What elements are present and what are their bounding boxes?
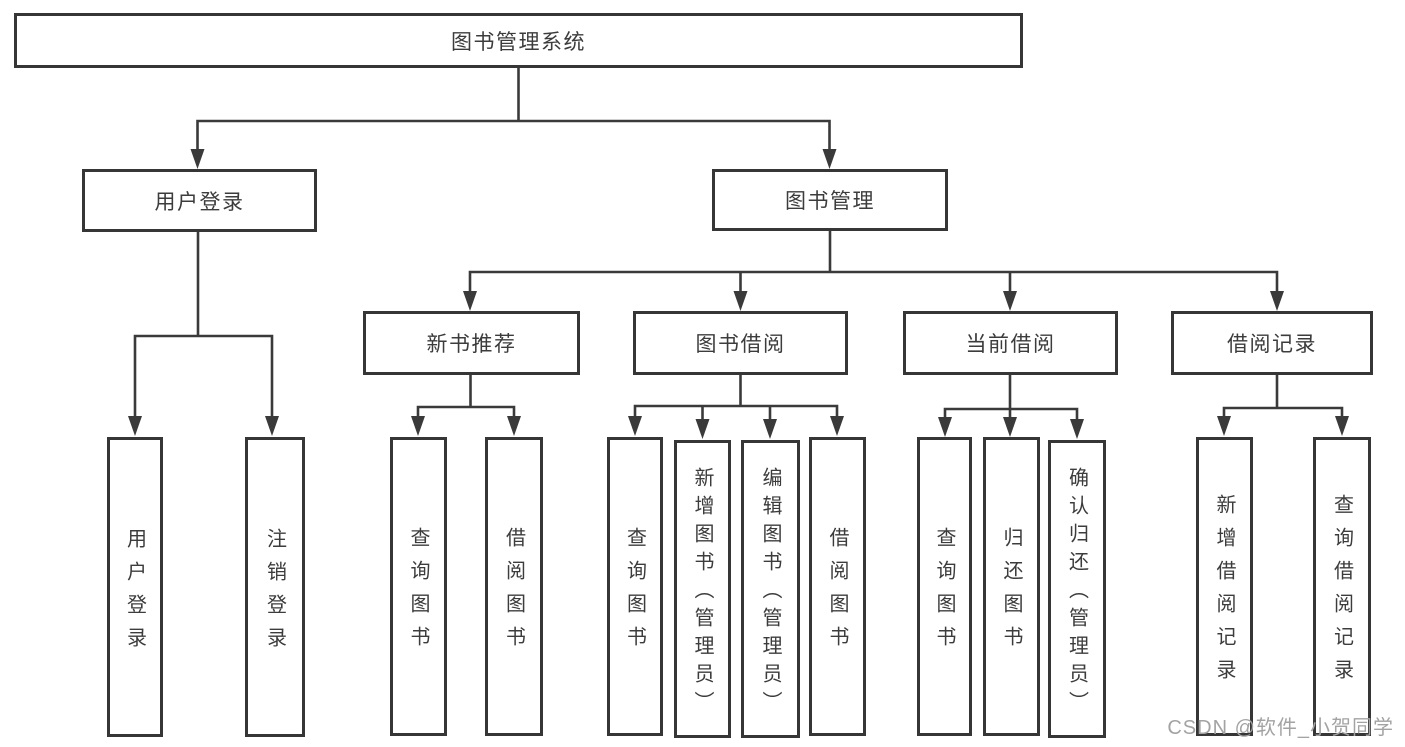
node-book-borrowing: 图书借阅: [633, 311, 848, 375]
node-book-management: 图书管理: [712, 169, 948, 231]
leaf-nbr-borrow-book: 借阅图书: [485, 437, 543, 736]
leaf-label: 确认归还（管理员）: [1065, 467, 1088, 719]
leaf-cb-query-book: 查询图书: [917, 437, 972, 736]
leaf-label: 借阅图书: [826, 527, 848, 659]
leaf-cb-confirm-return-admin: 确认归还（管理员）: [1048, 440, 1106, 738]
node-label: 新书推荐: [426, 333, 517, 356]
leaf-label: 借阅图书: [502, 527, 525, 659]
node-new-book-recommend: 新书推荐: [363, 311, 580, 375]
leaf-label: 查询借阅记录: [1330, 494, 1353, 692]
node-borrow-records: 借阅记录: [1171, 311, 1373, 375]
leaf-label: 编辑图书（管理员）: [759, 467, 781, 719]
node-library-management-system: 图书管理系统: [14, 13, 1023, 68]
leaf-label: 归还图书: [1000, 527, 1022, 659]
node-label: 图书管理: [785, 190, 875, 213]
node-label: 当前借阅: [965, 333, 1056, 356]
node-label: 用户登录: [154, 190, 245, 214]
node-label: 图书借阅: [695, 333, 786, 356]
node-label: 借阅记录: [1227, 333, 1317, 356]
leaf-label: 新增图书（管理员）: [691, 467, 713, 719]
leaf-user-login: 用户登录: [107, 437, 163, 737]
node-user-login: 用户登录: [82, 169, 317, 232]
leaf-bb-borrow-book: 借阅图书: [809, 437, 866, 736]
csdn-watermark: CSDN @软件_小贺同学: [1167, 717, 1394, 739]
leaf-bb-add-book-admin: 新增图书（管理员）: [674, 440, 731, 738]
leaf-nbr-query-book: 查询图书: [390, 437, 447, 736]
leaf-label: 新增借阅记录: [1213, 494, 1235, 692]
leaf-bb-edit-book-admin: 编辑图书（管理员）: [741, 440, 800, 738]
node-current-borrowing: 当前借阅: [903, 311, 1118, 375]
leaf-br-query-record: 查询借阅记录: [1313, 437, 1371, 736]
node-label: 图书管理系统: [451, 30, 586, 54]
leaf-br-add-record: 新增借阅记录: [1196, 437, 1253, 736]
leaf-bb-query-book: 查询图书: [607, 437, 663, 736]
leaf-label: 查询图书: [407, 527, 429, 659]
leaf-label: 查询图书: [933, 527, 955, 659]
leaf-cb-return-book: 归还图书: [983, 437, 1040, 736]
leaf-label: 注销登录: [263, 527, 286, 660]
arrowheads: [128, 149, 1349, 439]
leaf-label: 查询图书: [623, 527, 646, 659]
leaf-logout: 注销登录: [245, 437, 305, 737]
leaf-label: 用户登录: [123, 527, 146, 660]
